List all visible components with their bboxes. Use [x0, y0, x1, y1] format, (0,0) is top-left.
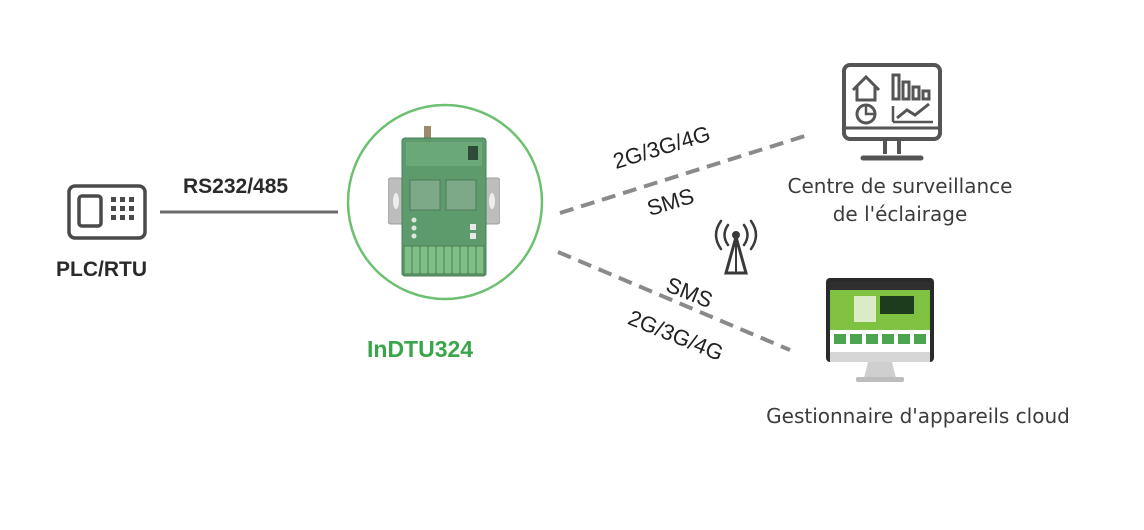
- cell-tower-icon: [714, 219, 758, 275]
- monitoring-center-label-line2: de l'éclairage: [832, 202, 968, 226]
- gateway-device-icon: [388, 126, 500, 277]
- monitoring-center-label-line1: Centre de surveillance: [787, 174, 1013, 198]
- desktop-computer-icon: [826, 278, 934, 382]
- lower-dashed-line: [557, 250, 791, 352]
- cloud-manager-label: Gestionnaire d'appareils cloud: [766, 404, 1070, 428]
- dashboard-monitor-icon: [842, 63, 942, 161]
- device-name: InDTU324: [367, 336, 474, 362]
- serial-link-label: RS232/485: [183, 175, 289, 198]
- plc-label: PLC/RTU: [56, 258, 147, 281]
- plc-icon: [67, 184, 147, 240]
